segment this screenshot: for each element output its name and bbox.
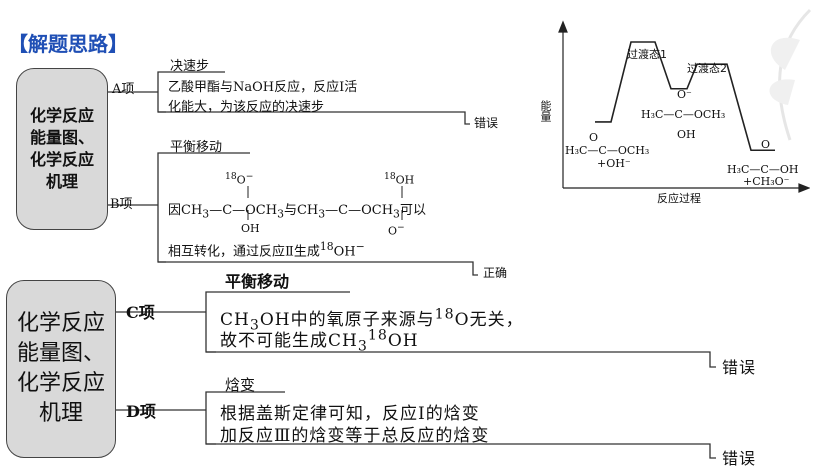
energy-diagram-axes [558,20,810,193]
reactant-extra: +OH⁻ [597,157,631,170]
product-formula: H₃C—C—OH [727,163,799,176]
item-c-tag: 平衡移动 [225,272,290,291]
energy-diagram: 能量 反应过程 过渡态1 过渡态2 O H₃C—C—OCH₃ +OH⁻ O⁻ H… [539,20,810,205]
ts1-label: 过渡态1 [627,48,667,61]
intermediate-top: O⁻ [677,88,692,101]
item-d-label: D项 [126,402,156,421]
item-a-verdict: 错误 [474,116,499,130]
section-heading: 【解题思路】 [8,32,128,56]
item-c-label: C项 [126,303,155,322]
item-b-label: B项 [110,197,133,212]
item-b-top-left: 18O− [225,171,254,187]
item-a-line1: 乙酸甲酯与NaOH反应，反应Ⅰ活 [168,80,358,95]
item-b-bonds [247,186,403,220]
item-a-tag: 决速步 [170,59,210,74]
product-o: O [761,138,771,151]
item-b-tag: 平衡移动 [170,140,223,155]
topic-box-bottom: 化学反应能量图、化学反应机理 [6,280,116,458]
item-c-line1: CH3OH中的氧原子来源与18O无关， [220,306,524,334]
ts2-label: 过渡态2 [687,62,727,75]
item-d-tag: 焓变 [225,376,256,394]
item-b-bottom-left: OH [241,222,260,235]
item-b-top-right: 18OH [384,171,415,187]
item-d-line2: 加反应Ⅲ的焓变等于总反应的焓变 [220,426,490,446]
energy-profile-line [595,41,775,152]
energy-ylabel: 能量 [539,100,552,122]
item-d-line1: 根据盖斯定律可知，反应Ⅰ的焓变 [220,404,480,424]
item-c-line2: 故不可能生成CH318OH [220,327,419,355]
topic-box-top: 化学反应能量图、化学反应机理 [16,68,108,230]
energy-xlabel: 反应过程 [657,192,701,205]
item-b-line2: 相互转化，通过反应Ⅱ生成18OH− [168,240,365,260]
reactant-o: O [589,131,599,144]
item-b-line1: 因CH3—C—OCH3与CH3—C—OCH3可以 [168,203,426,221]
item-a-label: A项 [112,82,135,97]
item-a-line2: 化能大，为该反应的决速步 [168,100,325,115]
item-b-bottom-right: O− [388,222,405,238]
intermediate-formula: H₃C—C—OCH₃ [641,108,726,121]
leaf-watermark-icon [769,8,812,141]
reactant-formula: H₃C—C—OCH₃ [565,144,650,157]
item-c-verdict: 错误 [722,358,757,377]
item-d-verdict: 错误 [722,449,757,468]
item-b-verdict: 正确 [483,266,508,280]
product-extra: +CH₃O⁻ [743,175,790,188]
intermediate-bottom: OH [677,128,696,141]
